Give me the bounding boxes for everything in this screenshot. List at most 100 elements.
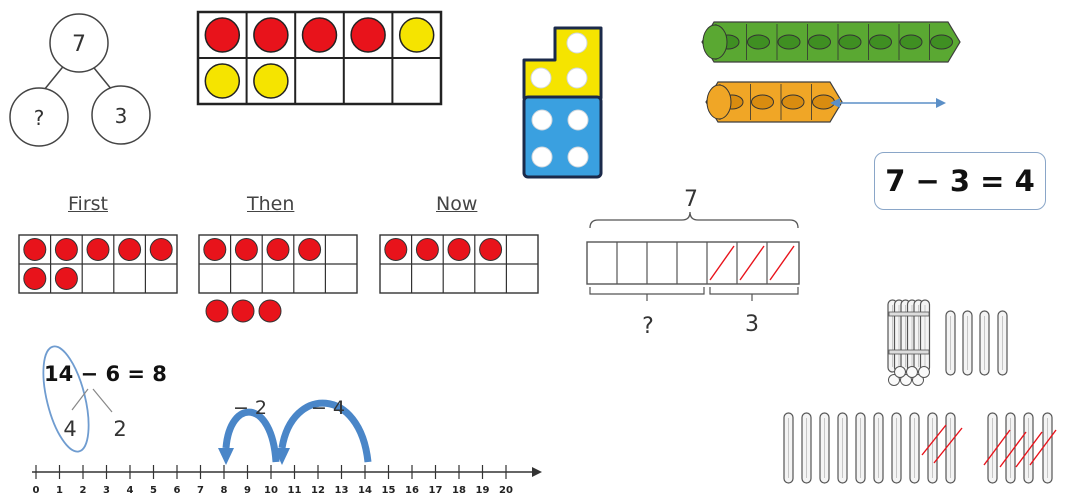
tick-label: 9 [244, 485, 251, 496]
cube [747, 34, 770, 50]
split-a-label: 4 [63, 417, 76, 441]
cube [751, 94, 774, 110]
removed-counter [205, 299, 229, 323]
cross-out [1015, 431, 1043, 468]
counter [118, 238, 142, 261]
part-circle-right [91, 85, 151, 145]
tick-label: 8 [221, 485, 228, 496]
tick-label: 13 [335, 485, 349, 496]
tick-label: 7 [197, 485, 204, 496]
tick-label: 12 [311, 485, 325, 496]
green-train [701, 21, 961, 63]
cube-end [706, 84, 732, 120]
removed-counter [231, 299, 255, 323]
cube-trains [701, 21, 961, 123]
orange-train [705, 81, 843, 123]
then-frame [198, 234, 358, 294]
counter [301, 17, 338, 53]
cube [812, 94, 835, 110]
counter [204, 17, 241, 53]
counter [298, 238, 322, 261]
difference-arrow [830, 98, 946, 108]
large-ten-frame [196, 10, 443, 106]
tick-label: 10 [264, 485, 278, 496]
brick-stack [522, 26, 603, 179]
straw-end [906, 366, 918, 378]
counter [350, 17, 386, 53]
bar-crossed-label: 3 [745, 312, 759, 337]
counter [23, 267, 47, 290]
equation-text: 14 − 6 = 8 [44, 362, 167, 386]
cross-out [921, 424, 947, 456]
first-label: First [68, 193, 108, 215]
straw-end [894, 366, 906, 378]
bar-unknown-label: ? [642, 314, 654, 339]
counter [234, 238, 258, 261]
tick-label: 18 [452, 485, 466, 496]
counter [447, 238, 471, 261]
cube [777, 34, 801, 50]
jump-arrows: − 2 − 4 [218, 397, 372, 465]
jump-a-label: − 2 [233, 397, 267, 419]
then-label: Then [247, 193, 295, 215]
now-label: Now [436, 193, 478, 215]
tick-label: 17 [429, 485, 443, 496]
counter [204, 63, 241, 99]
part-circle-left [9, 87, 69, 147]
cube [899, 34, 923, 50]
part-b-label: 3 [115, 104, 128, 128]
tick-label: 4 [127, 485, 134, 496]
split-b-label: 2 [113, 417, 126, 441]
bar-total-label: 7 [684, 187, 698, 212]
cube-end [702, 24, 728, 60]
cross-out [1029, 429, 1057, 466]
cross-out [933, 427, 963, 464]
whole-label: 7 [72, 32, 86, 57]
bundle-band [888, 349, 930, 355]
counter [479, 238, 503, 261]
straw-end [900, 374, 912, 386]
part-whole-model: 7 ? 3 [9, 13, 151, 147]
counter [253, 17, 289, 53]
cross-out [983, 429, 1011, 466]
bar-model: 7 ? 3 [586, 187, 800, 339]
cube [781, 94, 805, 110]
removed-counter [258, 299, 282, 323]
counter [54, 238, 78, 261]
tick-label: 14 [358, 485, 372, 496]
axis-arrow [532, 467, 542, 477]
counter [398, 17, 435, 53]
first-frame [18, 234, 178, 294]
tick-label: 19 [476, 485, 490, 496]
tick-label: 11 [288, 485, 302, 496]
bundle-band [888, 311, 930, 317]
counter [253, 63, 289, 99]
tick-label: 2 [80, 485, 87, 496]
tick-label: 6 [174, 485, 181, 496]
equation-box: 7 − 3 = 4 [874, 152, 1046, 210]
tick-label: 5 [150, 485, 157, 496]
straw-end [918, 366, 930, 378]
counter [149, 238, 173, 261]
tick-label: 3 [103, 485, 110, 496]
tick-label: 1 [56, 485, 63, 496]
tick-label: 20 [499, 485, 513, 496]
counter [23, 238, 47, 261]
counter [415, 238, 439, 261]
straw-end [888, 374, 900, 386]
partition-equation: 14 − 6 = 8 4 2 [42, 345, 167, 453]
part-a-label: ? [34, 106, 45, 130]
counter [54, 267, 78, 290]
jump-b-label: − 4 [311, 397, 345, 419]
straw-bundles [783, 299, 1057, 484]
tick-label: 0 [33, 485, 40, 496]
counter [86, 238, 110, 261]
counter [384, 238, 408, 261]
whole-circle [49, 13, 109, 73]
cube [808, 34, 831, 50]
counter [266, 238, 290, 261]
first-then-now-frames [18, 234, 539, 323]
